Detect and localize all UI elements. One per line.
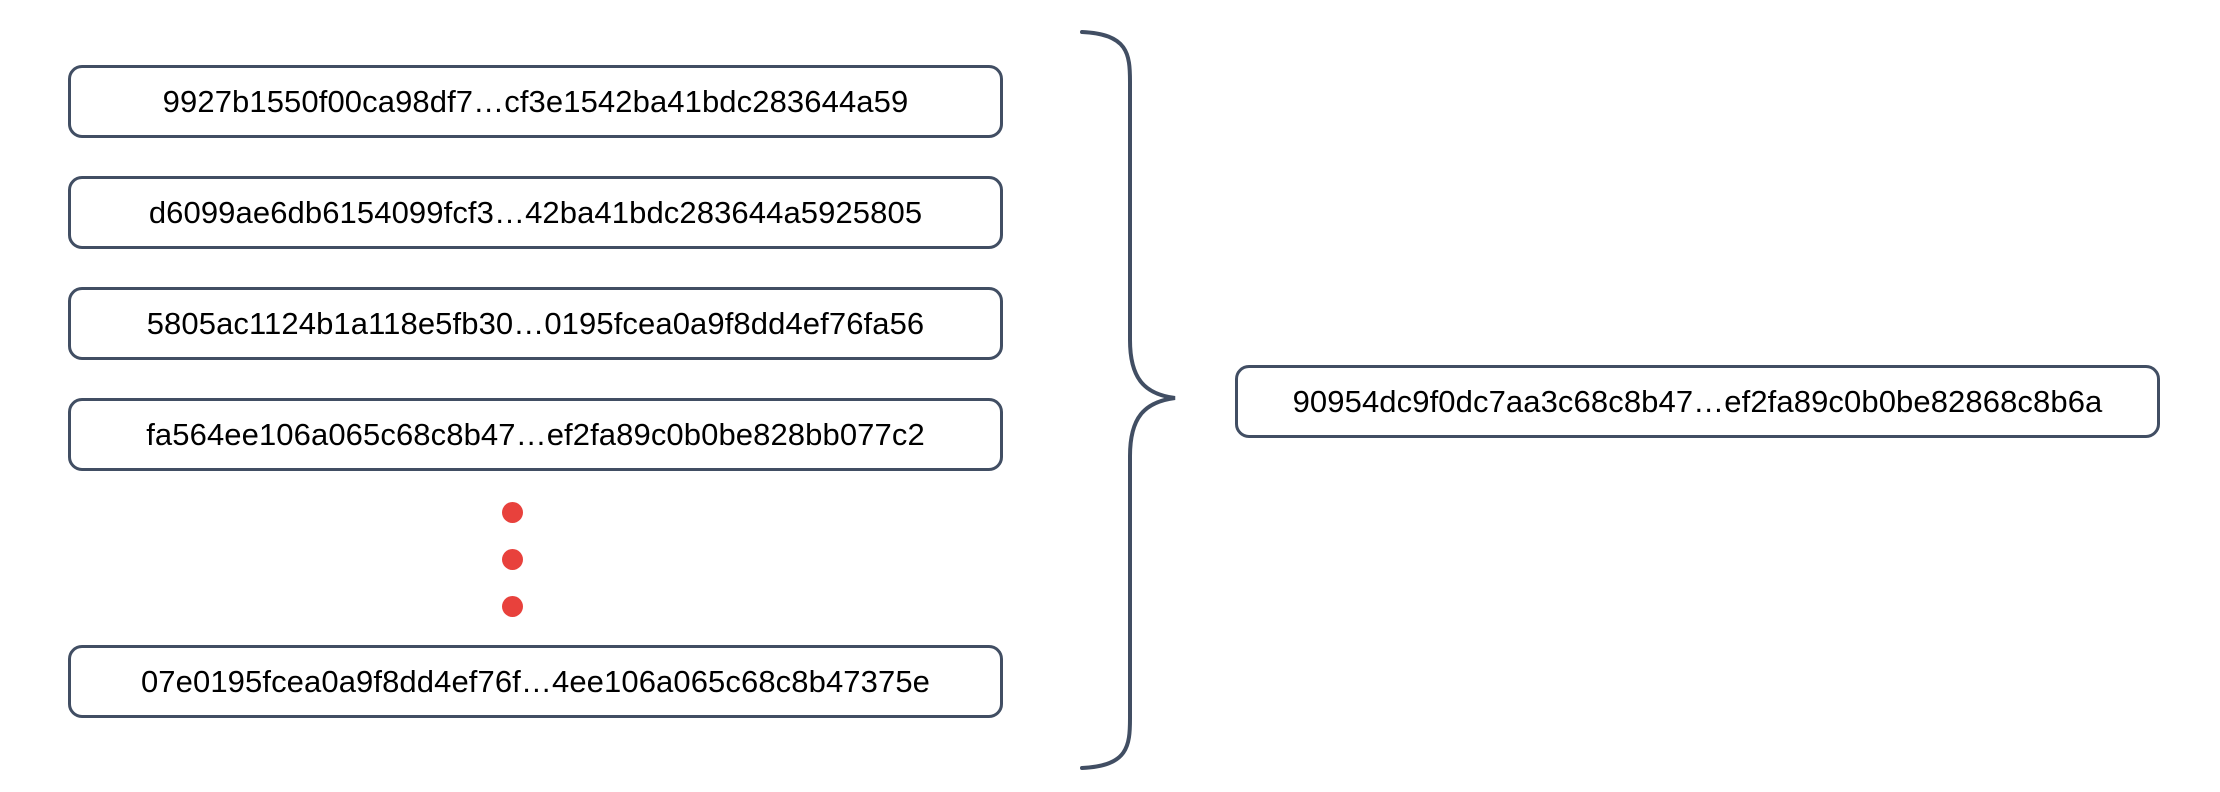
ellipsis-dot-icon [502, 549, 523, 570]
ellipsis-dot-icon [502, 502, 523, 523]
input-hash-box-2[interactable]: d6099ae6db6154099fcf3…42ba41bdc283644a59… [68, 176, 1003, 249]
input-hash-box-5[interactable]: 07e0195fcea0a9f8dd4ef76f…4ee106a065c68c8… [68, 645, 1003, 718]
input-hash-box-4[interactable]: fa564ee106a065c68c8b47…ef2fa89c0b0be828b… [68, 398, 1003, 471]
brace-path [1080, 30, 1176, 770]
vertical-ellipsis [502, 500, 526, 620]
output-hash-box[interactable]: 90954dc9f0dc7aa3c68c8b47…ef2fa89c0b0be82… [1235, 365, 2160, 438]
grouping-brace [1040, 20, 1200, 780]
input-hash-box-1[interactable]: 9927b1550f00ca98df7…cf3e1542ba41bdc28364… [68, 65, 1003, 138]
input-hash-box-3[interactable]: 5805ac1124b1a118e5fb30…0195fcea0a9f8dd4e… [68, 287, 1003, 360]
ellipsis-dot-icon [502, 596, 523, 617]
